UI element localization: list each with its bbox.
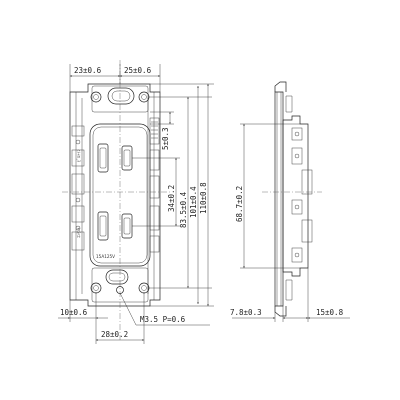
dim-total-height: 110±0.8 [199, 182, 208, 214]
left-terminals [71, 125, 85, 251]
dim-top-left: 23±0.6 [74, 66, 102, 75]
right-terminals [149, 117, 160, 253]
dim-mount-pitch: 83.5±0.4 [179, 191, 188, 228]
side-dimensions: 68.7±0.2 7.8±0.3 15±0.8 [230, 123, 350, 322]
bottom-right-hole [138, 282, 150, 294]
dim-side-right: 15±0.8 [316, 308, 344, 317]
marking-rating: 15A125V [96, 254, 115, 259]
front-view: ﾋﾞﾙﾄｲﾝ ｺﾝｾﾝﾄ 15A125V [62, 60, 172, 340]
callout-m35: M3.5 P=0.6 [140, 315, 186, 324]
upper-socket [97, 143, 133, 173]
marking-print-2: ｺﾝｾﾝﾄ [76, 228, 81, 238]
dim-side-height: 68.7±0.2 [235, 186, 244, 222]
front-dimensions: 23±0.6 25±0.6 5±0.3 34±0.2 83.5±0.4 101±… [58, 64, 214, 344]
bottom-slot [105, 269, 129, 285]
dim-bottom-left: 10±0.6 [60, 308, 88, 317]
dim-socket-pitch: 34±0.2 [167, 185, 176, 212]
lower-socket [97, 211, 133, 241]
marking-print-1: ﾋﾞﾙﾄｲﾝ [76, 149, 81, 162]
dim-bottom-center: 28±0.2 [101, 330, 128, 339]
top-slot [107, 87, 135, 105]
yoke-rail-left [75, 92, 83, 300]
mounting-frame [69, 83, 161, 307]
dim-plate-height: 101±0.4 [189, 186, 198, 218]
dim-screw-pitch: 5±0.3 [161, 127, 170, 150]
side-view [262, 81, 322, 317]
dim-top-right: 25±0.6 [124, 66, 152, 75]
top-left-hole [90, 91, 102, 103]
yoke-rail-right [147, 92, 155, 300]
top-right-hole [138, 91, 150, 103]
dim-side-left: 7.8±0.3 [230, 308, 262, 317]
bottom-left-hole [90, 282, 102, 294]
